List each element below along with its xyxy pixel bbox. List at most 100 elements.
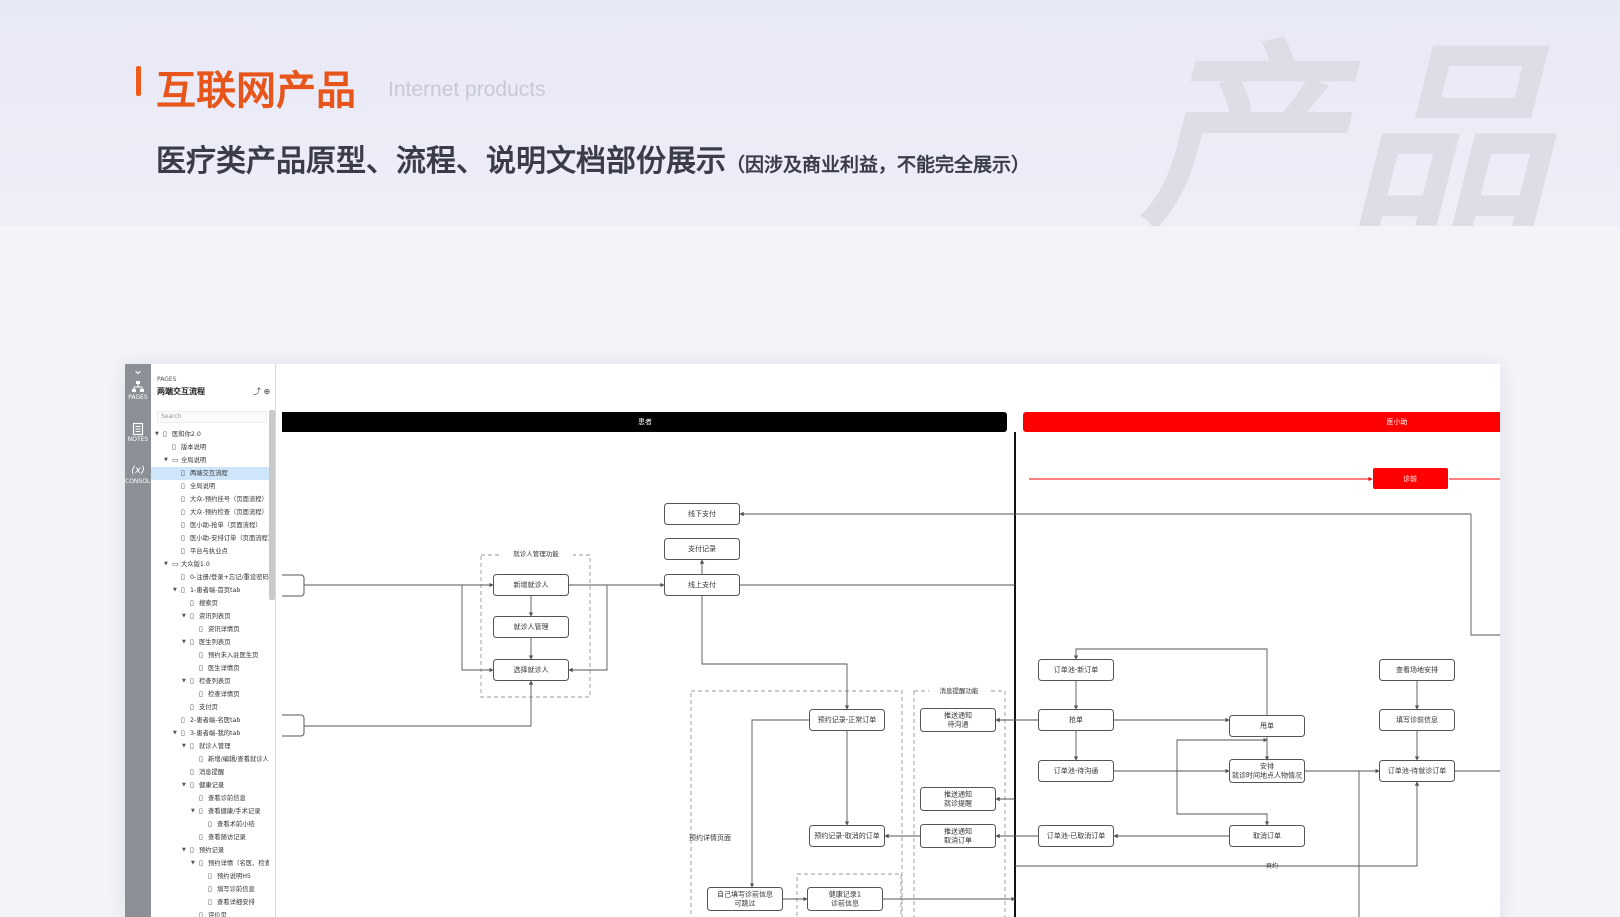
page-icon: ▯ [208, 885, 212, 893]
page-icon: ▯ [163, 430, 167, 438]
page-tree-item[interactable]: ▯支付页 [151, 701, 269, 714]
add-page-icon[interactable]: ⊕ [263, 387, 271, 396]
group-message-remind-title: 消息提醒功能 [940, 686, 980, 695]
page-icon: ▯ [190, 612, 194, 620]
flow-connector [1176, 737, 1268, 771]
page-tree-item[interactable]: ▯查看详细安排 [151, 896, 269, 909]
page-tree-item[interactable]: ▯ 医生详情页 [151, 662, 269, 675]
caret-down-icon[interactable]: ▼ [191, 808, 195, 814]
caret-down-icon[interactable]: ▼ [182, 613, 186, 619]
caret-down-icon[interactable]: ▼ [155, 431, 159, 437]
page-tree-item[interactable]: ▯大众-预约检查（页面流程） [151, 506, 269, 519]
rail-console[interactable]: (x) CONSOLE [125, 464, 154, 485]
caret-down-icon[interactable]: ▼ [173, 587, 177, 593]
page-tree-label: 就诊人管理 [199, 743, 231, 750]
title-accent-bar [136, 66, 141, 96]
page-tree-item[interactable]: ▼▯健康记录 [151, 779, 269, 792]
flow-node-label: 填写诊前信息 [1396, 715, 1438, 724]
page-tree-item[interactable]: ▯查看术前小结 [151, 818, 269, 831]
flow-node-fill_pre[interactable] [707, 887, 783, 911]
page-tree-item[interactable]: ▯预约未入驻医生页 [151, 649, 269, 662]
page-icon: ▯ [181, 508, 185, 516]
page-tree-item[interactable]: ▼▯医和你2.0 [151, 428, 269, 441]
caret-down-icon[interactable]: ▼ [173, 730, 177, 736]
page-tree-item[interactable]: ▼▯预约详情（名医、检查） [151, 857, 269, 870]
page-tree-item[interactable]: ▯全局说明 [151, 480, 269, 493]
page-tree-item[interactable]: ▯预约说明H5 [151, 870, 269, 883]
page-tree-item[interactable]: ▯医小助-安排订单（页面流程） [151, 532, 269, 545]
page-tree-label: 查看健康/手术记录 [208, 808, 261, 815]
page-icon: ▯ [190, 703, 194, 711]
page-tree-item[interactable]: ▯搜索页 [151, 597, 269, 610]
left-rail: ⌄ PAGES NOTES (x) CONSOLE [125, 364, 154, 917]
page-icon: ▯ [181, 716, 185, 724]
collapse-chevron-icon[interactable]: ⌄ [132, 364, 144, 378]
page-tree-label: 健康记录 [199, 782, 225, 789]
page-tree-item[interactable]: ▯平台与执业点 [151, 545, 269, 558]
caret-down-icon[interactable]: ▼ [164, 561, 168, 567]
page-tree-item[interactable]: ▯两端交互流程 [151, 467, 269, 480]
page-icon: ▯ [208, 898, 212, 906]
page-tree-item[interactable]: ▼▯资讯列表页 [151, 610, 269, 623]
page-tree-label: 查看诊前信息 [208, 795, 246, 802]
page-tree-item[interactable]: ▯2-患者端-名医tab [151, 714, 269, 727]
page-tree-item[interactable]: ▯新增/编辑/查看就诊人 [151, 753, 269, 766]
page-tree-label: 检查列表页 [199, 678, 231, 685]
status-tag-pre [1373, 468, 1448, 489]
flow-label-breach: 爽约 [1266, 862, 1278, 870]
flow-node-label: 订单池-待沟通 [1054, 766, 1099, 775]
page-tree-item[interactable]: ▯评价页 [151, 909, 269, 917]
page-tree-item[interactable]: ▯查看诊前信息 [151, 792, 269, 805]
group-title-bg [499, 548, 573, 560]
page-tree-item[interactable]: ▼▯1-患者端-首页tab [151, 584, 269, 597]
flow-node-dump[interactable] [1229, 715, 1305, 737]
page-icon: ▯ [199, 664, 203, 672]
rail-pages[interactable]: PAGES [125, 380, 151, 401]
watermark-text: 产品 [1140, 23, 1561, 227]
page-tree-item[interactable]: ▯填写诊前信息 [151, 883, 269, 896]
flow-node-view_arrange[interactable] [1379, 659, 1455, 681]
page-tree-label: 搜索页 [199, 600, 218, 607]
caret-down-icon[interactable]: ▼ [191, 860, 195, 866]
page-icon: ▯ [199, 755, 203, 763]
caret-down-icon[interactable]: ▼ [182, 743, 186, 749]
caret-down-icon[interactable]: ▼ [182, 847, 186, 853]
caret-down-icon[interactable]: ▼ [182, 639, 186, 645]
page-tree-item[interactable]: ▼▯3-患者端-我的tab [151, 727, 269, 740]
export-icon[interactable]: ⤴ [253, 387, 261, 396]
caret-down-icon[interactable]: ▼ [182, 782, 186, 788]
page-tree-item[interactable]: ▼▯医生列表页 [151, 636, 269, 649]
page-tree-item[interactable]: ▼▭全局说明 [151, 454, 269, 467]
flow-node-label: 推送通知待沟通 [944, 711, 972, 729]
page-tree-item[interactable]: ▼▭大众版1.0 [151, 558, 269, 571]
flow-node-label: 新增就诊人 [514, 580, 549, 589]
flow-node-label: 推送通知就诊提醒 [944, 790, 972, 808]
page-tree-item[interactable]: ▯大众-预约挂号（页面流程） [151, 493, 269, 506]
pages-panel: PAGES 两端交互流程 ⤴ ⊕ Search ▼▯医和你2.0▯版本说明▼▭全… [151, 364, 276, 917]
page-tree-item[interactable]: ▯资讯详情页 [151, 623, 269, 636]
page-tree-item[interactable]: ▯消息提醒 [151, 766, 269, 779]
flow-node-label: 线上支付 [688, 580, 716, 589]
page-tree-item[interactable]: ▼▯检查列表页 [151, 675, 269, 688]
page-search-input[interactable]: Search [157, 411, 267, 423]
page-tree-item[interactable]: ▯医小助-抢单（页面流程） [151, 519, 269, 532]
page-tree-item[interactable]: ▼▯查看健康/手术记录 [151, 805, 269, 818]
caret-down-icon[interactable]: ▼ [182, 678, 186, 684]
page-tree-label: 两端交互流程 [190, 470, 228, 477]
page-tree-label: 医生详情页 [208, 665, 240, 672]
axure-screenshot: ⌄ PAGES NOTES (x) CONSOLE PAGES 两端交互流程 ⤴… [125, 364, 1500, 917]
page-tree-item[interactable]: ▯版本说明 [151, 441, 269, 454]
page-tree-item[interactable]: ▯检查详情页 [151, 688, 269, 701]
page-tree-item[interactable]: ▼▯预约记录 [151, 844, 269, 857]
page-icon: ▯ [172, 443, 176, 451]
page-tree-item[interactable]: ▯查看随访记录 [151, 831, 269, 844]
rail-notes[interactable]: NOTES [125, 422, 151, 443]
caret-down-icon[interactable]: ▼ [164, 457, 168, 463]
flow-connector [701, 596, 850, 710]
page-tree-item[interactable]: ▯0-注册/登录+忘记/重设密码 [151, 571, 269, 584]
panel-scrollbar[interactable] [269, 410, 275, 600]
page-tree-item[interactable]: ▼▯就诊人管理 [151, 740, 269, 753]
hero-banner: 产品 互联网产品 Internet products 医疗类产品原型、流程、说明… [0, 0, 1620, 226]
page-tree-label: 大众-预约挂号（页面流程） [190, 496, 268, 503]
flow-node-label: 推送通知取消订单 [944, 827, 972, 845]
